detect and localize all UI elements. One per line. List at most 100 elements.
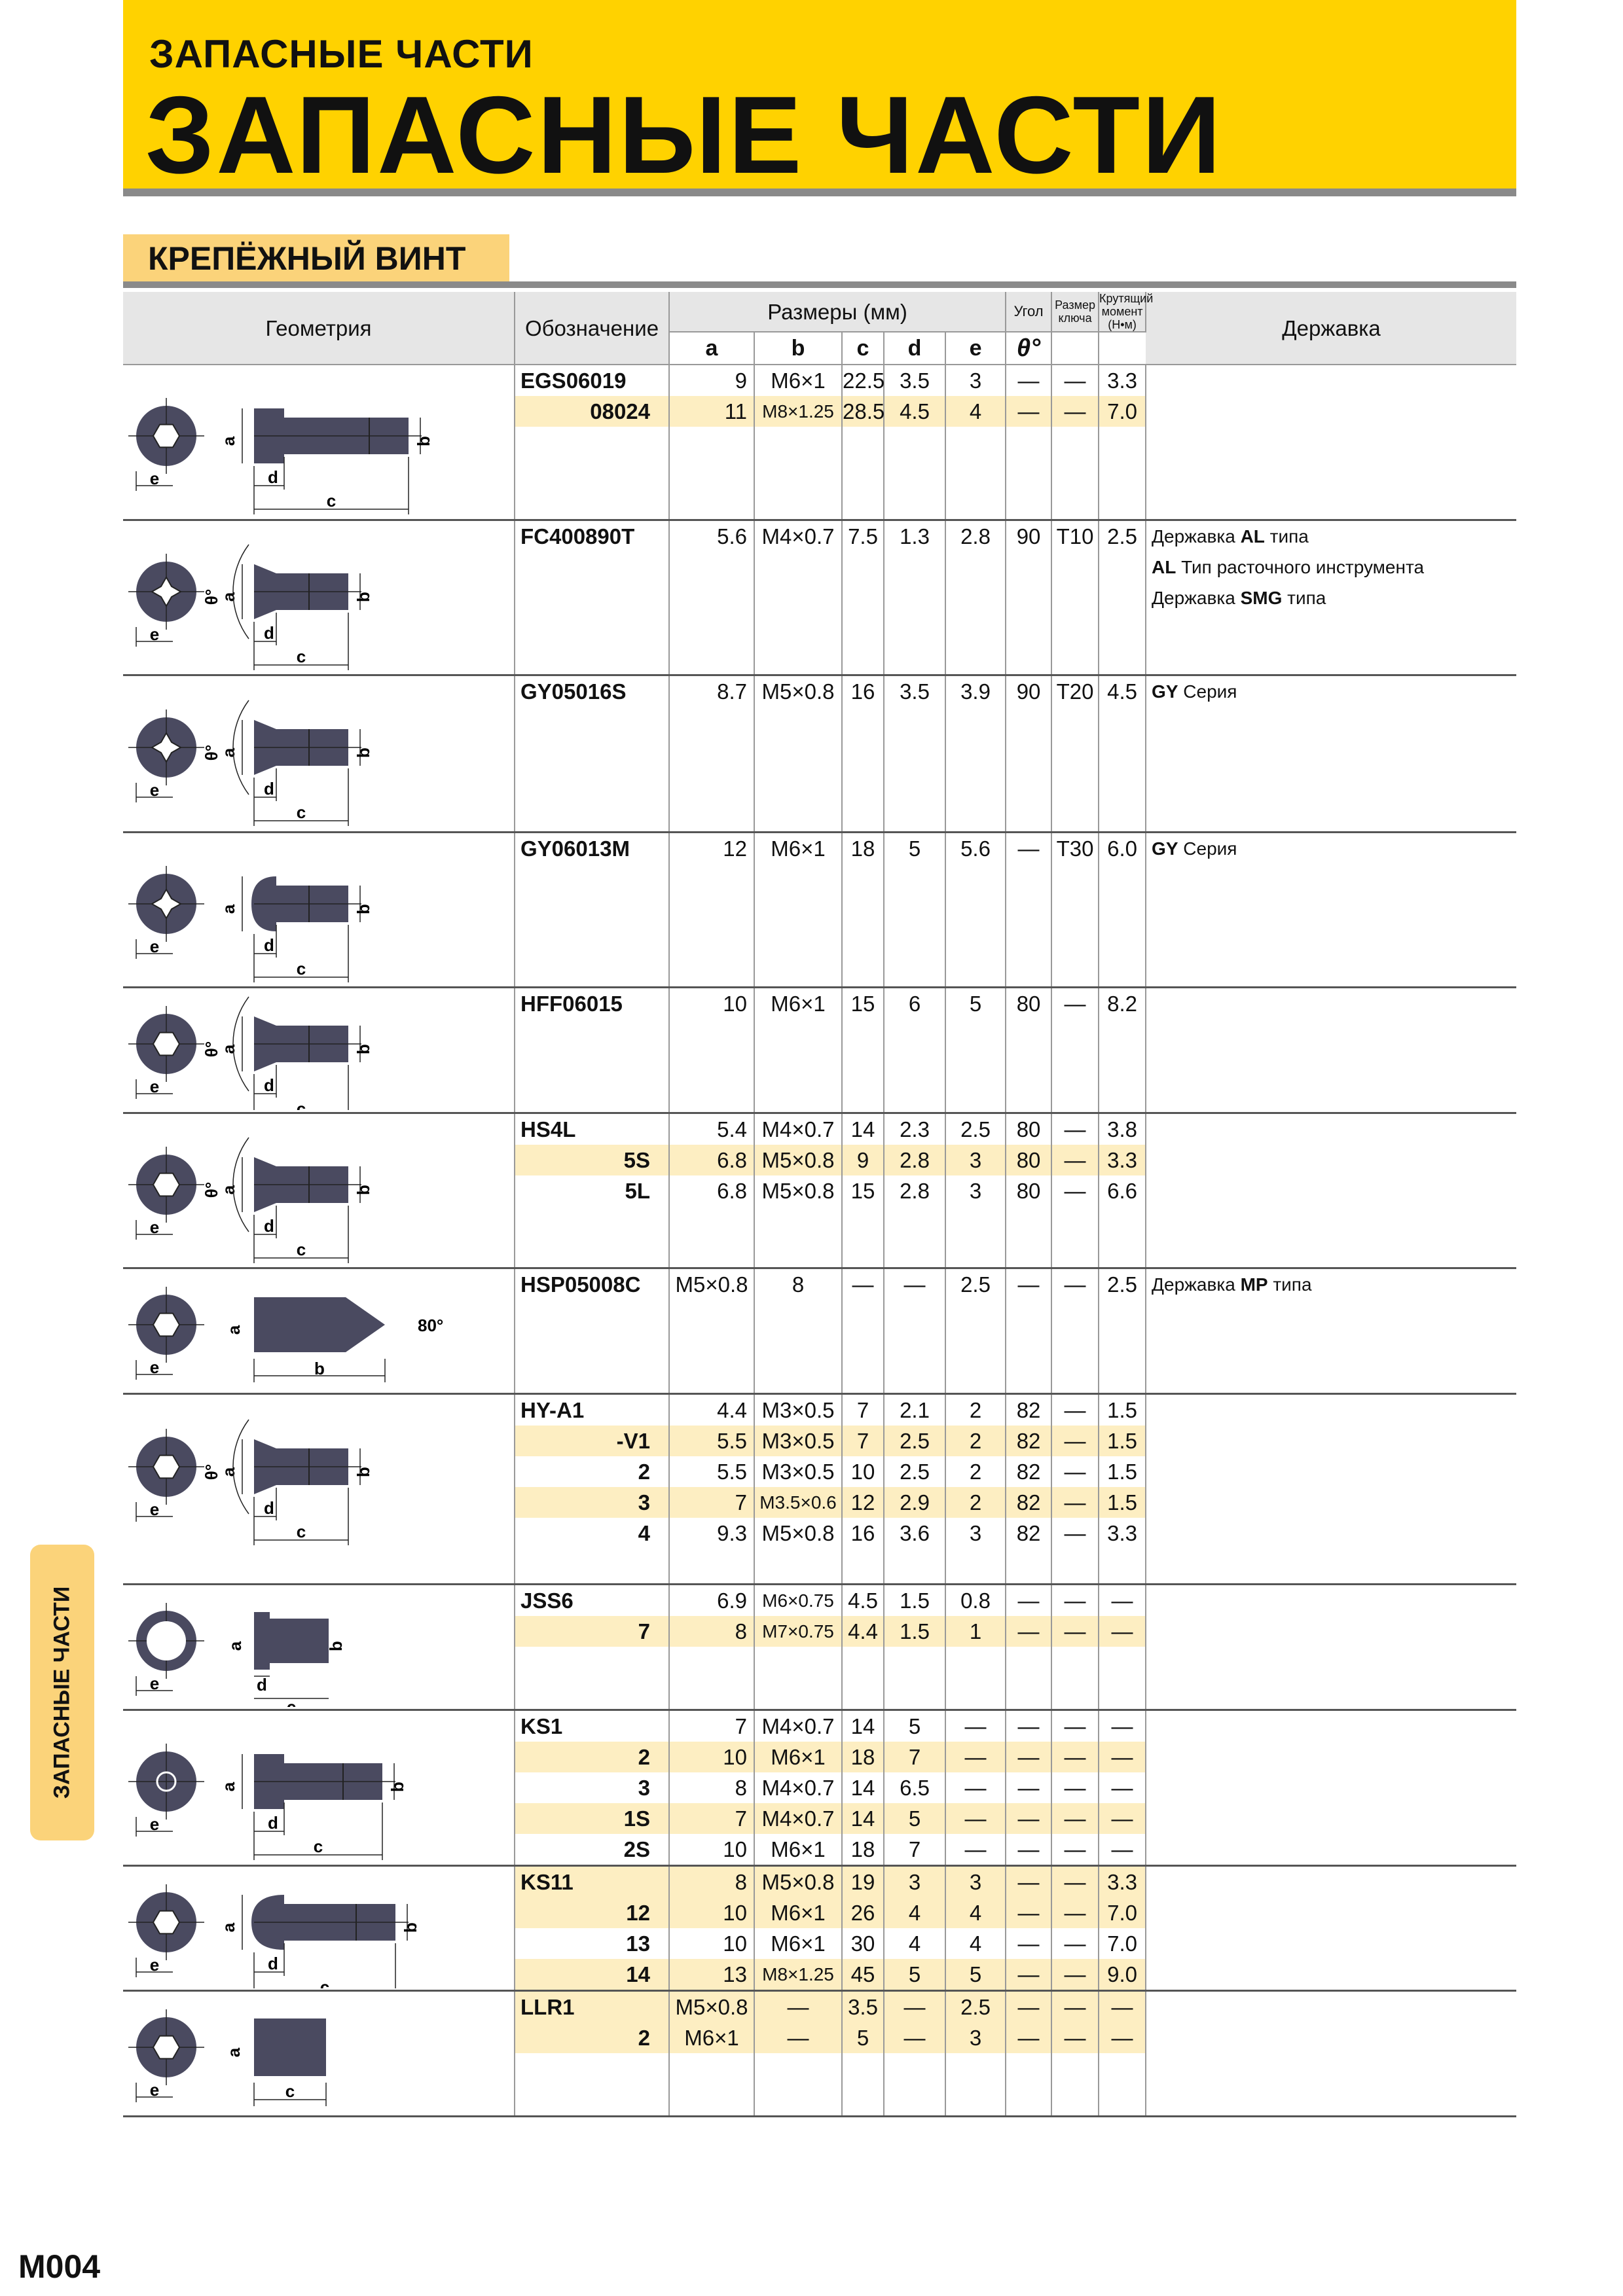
torque: 1.5 bbox=[1099, 1456, 1147, 1487]
key-size: — bbox=[1051, 396, 1100, 427]
screw-drawing: eaθ°bdc bbox=[128, 700, 373, 826]
side-view bbox=[254, 1297, 385, 1352]
dim-label-c: c bbox=[320, 1977, 329, 1988]
key-size: — bbox=[1051, 1958, 1100, 1990]
dim-c: 4.4 bbox=[842, 1616, 884, 1647]
holder bbox=[1146, 1175, 1516, 1206]
torque: — bbox=[1099, 1741, 1147, 1772]
dim-b: M6×1 bbox=[754, 365, 843, 396]
torque: — bbox=[1099, 1772, 1147, 1803]
dim-label-c: c bbox=[297, 802, 306, 822]
dim-a: 12 bbox=[669, 832, 755, 864]
angle: 82 bbox=[1006, 1517, 1053, 1549]
holder bbox=[1146, 1991, 1516, 2023]
dim-e: — bbox=[945, 1772, 1007, 1803]
torque: 6.0 bbox=[1099, 832, 1147, 864]
holder bbox=[1146, 1145, 1516, 1175]
angle: 82 bbox=[1006, 1393, 1053, 1426]
holder bbox=[1146, 1803, 1516, 1834]
dim-a: M5×0.8 bbox=[669, 1268, 755, 1300]
dim-label-e: e bbox=[150, 937, 159, 956]
dim-c: 7 bbox=[842, 1425, 884, 1456]
col-d: d bbox=[884, 332, 946, 365]
dim-b: M4×0.7 bbox=[754, 1772, 843, 1803]
dim-e: 2.8 bbox=[945, 520, 1007, 552]
holder bbox=[1146, 1959, 1516, 1990]
designation: 2 bbox=[515, 2022, 670, 2053]
dim-d: 2.5 bbox=[884, 1456, 946, 1487]
dim-label-b: b bbox=[354, 1185, 373, 1195]
dim-a: 7 bbox=[669, 1486, 755, 1518]
angle: 80 bbox=[1006, 1113, 1053, 1145]
dim-e: 3.9 bbox=[945, 675, 1007, 707]
dim-c: 5 bbox=[842, 2022, 884, 2053]
dim-a: 8 bbox=[669, 1616, 755, 1647]
dim-d: 1.3 bbox=[884, 520, 946, 552]
key-size: — bbox=[1051, 1833, 1100, 1865]
designation: GY06013M bbox=[515, 832, 670, 864]
designation: 14 bbox=[515, 1958, 670, 1990]
dim-label-c: c bbox=[297, 1099, 306, 1110]
dim-label-b: b bbox=[354, 1467, 373, 1477]
hex-socket-icon bbox=[152, 1312, 181, 1337]
col-c: c bbox=[842, 332, 884, 365]
dim-label-a: a bbox=[219, 1467, 238, 1477]
holder-extra bbox=[1146, 707, 1516, 833]
holder-extra bbox=[1146, 863, 1516, 988]
section-title: КРЕПЁЖНЫЙ ВИНТ bbox=[148, 240, 466, 277]
section-heading: КРЕПЁЖНЫЙ ВИНТ bbox=[123, 234, 509, 281]
dim-label-c: c bbox=[297, 1522, 306, 1541]
angle: 82 bbox=[1006, 1456, 1053, 1487]
dim-c: 15 bbox=[842, 987, 884, 1019]
angle: — bbox=[1006, 1958, 1053, 1990]
dim-b: M8×1.25 bbox=[754, 1958, 843, 1990]
col-angle: Угол bbox=[1006, 292, 1053, 332]
holder: Державка AL типа bbox=[1152, 526, 1309, 547]
page-header: ЗАПАСНЫЕ ЧАСТИ ЗАПАСНЫЕ ЧАСТИ bbox=[123, 0, 1516, 196]
spare-parts-table: Геометрия Обозначение Размеры (мм) Угол … bbox=[123, 292, 1516, 2117]
dim-a: M5×0.8 bbox=[669, 1990, 755, 2022]
dim-a: 11 bbox=[669, 396, 755, 427]
dim-label-e: e bbox=[150, 1499, 159, 1519]
dim-label-d: d bbox=[264, 623, 274, 643]
screw-drawing: e80°ba bbox=[128, 1287, 443, 1382]
torque: 2.5 bbox=[1099, 520, 1147, 552]
holder bbox=[1146, 1897, 1516, 1928]
hex-socket-icon bbox=[152, 1454, 181, 1479]
dim-c: 18 bbox=[842, 1741, 884, 1772]
holder bbox=[1146, 1456, 1516, 1487]
dim-d: — bbox=[884, 1268, 946, 1300]
key-size: — bbox=[1051, 2022, 1100, 2053]
angle: 82 bbox=[1006, 1486, 1053, 1518]
dim-e: 3 bbox=[945, 2022, 1007, 2053]
col-e: e bbox=[945, 332, 1007, 365]
dim-d: 2.3 bbox=[884, 1113, 946, 1145]
holder bbox=[1146, 2022, 1516, 2053]
dim-a: 7 bbox=[669, 1803, 755, 1834]
torque: — bbox=[1099, 1833, 1147, 1865]
key-size: T20 bbox=[1051, 675, 1100, 707]
dim-label-c: c bbox=[297, 959, 306, 978]
dim-label-d: d bbox=[264, 779, 274, 798]
holder-extra bbox=[1146, 2053, 1516, 2117]
dim-label-a: a bbox=[219, 592, 238, 601]
holder bbox=[1146, 1113, 1516, 1145]
dim-b: M6×1 bbox=[754, 1833, 843, 1865]
holder bbox=[1146, 1865, 1516, 1897]
holder bbox=[1146, 988, 1516, 1020]
holder: GY Серия bbox=[1152, 681, 1237, 702]
